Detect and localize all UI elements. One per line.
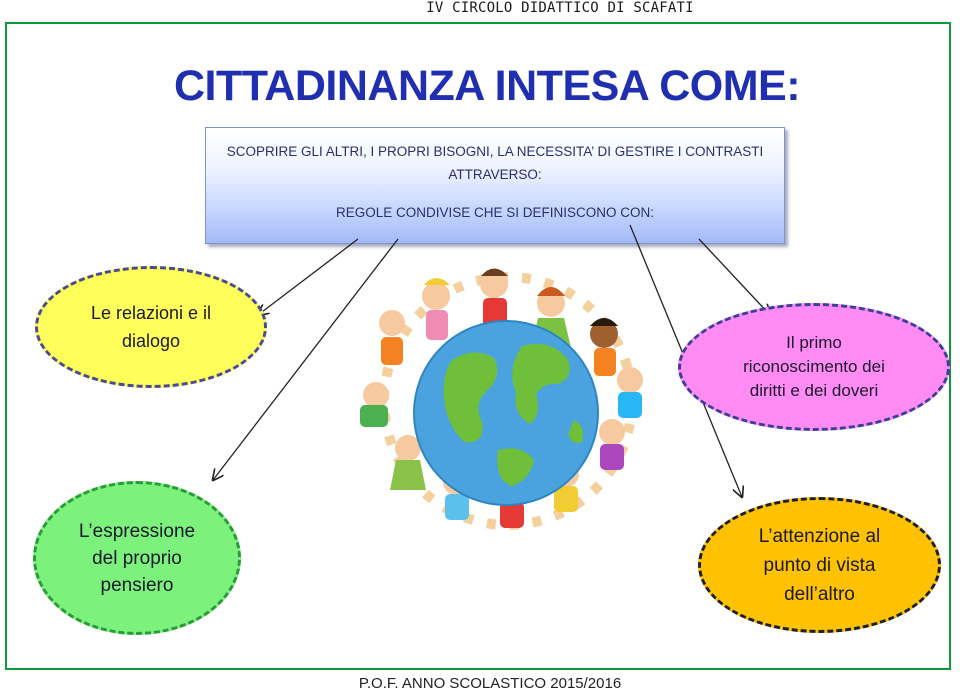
bubble-riconoscimento-line-3: diritti e dei doveri <box>749 381 879 400</box>
banner-line-2: ATTRAVERSO: <box>448 167 542 182</box>
child-figure <box>422 278 450 340</box>
banner-line-1: SCOPRIRE GLI ALTRI, I PROPRI BISOGNI, LA… <box>226 144 764 159</box>
page-title: CITTADINANZA INTESA COME: <box>0 62 960 111</box>
bubble-relazioni-line-1: Le relazioni e il <box>90 303 212 323</box>
footer-text: P.O.F. ANNO SCOLASTICO 2015/2016 <box>358 675 622 692</box>
child-figure <box>599 419 625 470</box>
child-figure <box>360 382 389 427</box>
banner-line-3: REGOLE CONDIVISE CHE SI DEFINISCONO CON: <box>335 205 655 220</box>
bubble-espressione: L’espressione del proprio pensiero <box>33 481 241 635</box>
school-header: IV CIRCOLO DIDATTICO DI SCAFATI <box>0 0 960 16</box>
bubble-espressione-line-2: del proprio <box>92 547 182 569</box>
child-figure <box>590 318 618 376</box>
bubble-riconoscimento: Il primo riconoscimento dei diritti e de… <box>678 303 950 431</box>
page-footer: P.O.F. ANNO SCOLASTICO 2015/2016 <box>0 675 960 692</box>
bubble-espressione-line-1: L’espressione <box>78 520 196 542</box>
bubble-relazioni-line-2: dialogo <box>121 331 181 351</box>
arrow-to-relazioni <box>258 238 359 315</box>
globe-children-illustration <box>360 268 643 530</box>
child-figure <box>617 367 643 418</box>
bubble-riconoscimento-line-1: Il primo <box>786 333 842 352</box>
school-name: IV CIRCOLO DIDATTICO DI SCAFATI <box>426 0 694 16</box>
intro-banner: SCOPRIRE GLI ALTRI, I PROPRI BISOGNI, LA… <box>205 127 785 244</box>
bubble-relazioni: Le relazioni e il dialogo <box>35 266 267 388</box>
bubble-riconoscimento-line-2: riconoscimento dei <box>743 357 885 376</box>
child-figure <box>379 310 405 365</box>
arrow-to-riconoscimento <box>698 238 770 315</box>
globe-icon <box>413 320 599 506</box>
bubble-attenzione-line-1: L’attenzione al <box>758 525 881 547</box>
bubble-attenzione-line-2: punto di vista <box>763 554 876 576</box>
bubble-attenzione: L’attenzione al punto di vista dell’altr… <box>698 497 941 633</box>
page-border <box>5 22 951 670</box>
page-title-text: CITTADINANZA INTESA COME: <box>173 62 801 110</box>
arrow-to-espressione <box>213 238 399 480</box>
bubble-espressione-line-3: pensiero <box>100 574 174 596</box>
bubble-attenzione-line-3: dell’altro <box>784 583 855 605</box>
child-figure <box>390 435 426 490</box>
